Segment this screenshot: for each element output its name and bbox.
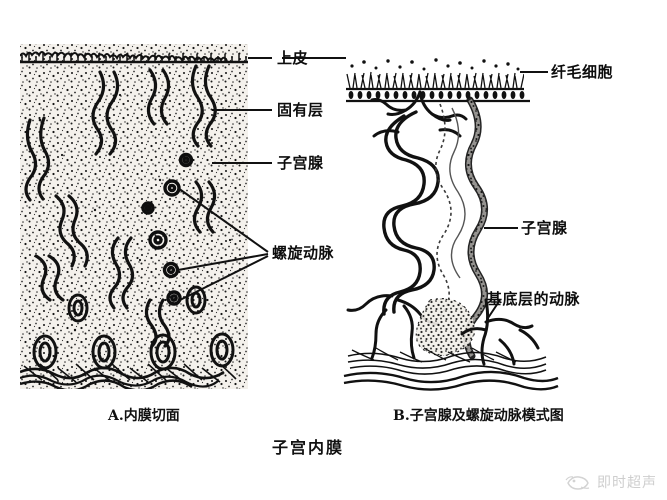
label-basal-layer-artery: 基底层的动脉 [487,290,581,308]
leader-basal-artery [487,299,501,319]
leader-spiral-artery-3 [179,255,269,301]
leader-spiral-artery-2 [177,253,269,271]
panel-b-illustration [282,56,559,391]
label-ciliated-cells: 纤毛细胞 [551,63,614,81]
panel-a-tissue-block [20,44,248,389]
ciliated-cell-layer [346,56,524,88]
watermark: 即时超声 [565,472,657,492]
basal-layer-hatching [343,347,559,391]
label-spiral-artery: 螺旋动脉 [272,244,335,262]
watermark-text: 即时超声 [597,475,657,491]
uterine-gland-profiles [24,64,217,348]
myometrium-boundary [20,363,237,389]
spiral-artery-schematic [346,90,468,360]
surface-epithelium-band [20,51,248,64]
basal-layer-arteries [460,298,540,366]
uterine-gland-schematic [435,96,488,360]
figure-title-caption: 子宫内膜 [272,438,345,457]
spiral-artery-cross-sections [141,152,194,306]
bird-logo-icon [565,476,590,490]
label-epithelium: 上皮 [277,49,309,67]
label-uterine-gland-left: 子宫腺 [277,154,324,172]
panel-b-caption: B.子宫腺及螺旋动脉模式图 [393,408,564,424]
epithelial-cell-row [346,87,530,103]
panel-b-leader-lines [282,57,548,319]
gland-basal-portion [415,298,476,357]
panel-a-leader-lines [177,57,272,301]
label-lamina-propria: 固有层 [277,101,324,119]
panel-a-caption: A.内膜切面 [108,408,180,424]
leader-spiral-artery-1 [177,187,269,253]
label-uterine-gland-right: 子宫腺 [521,219,568,237]
